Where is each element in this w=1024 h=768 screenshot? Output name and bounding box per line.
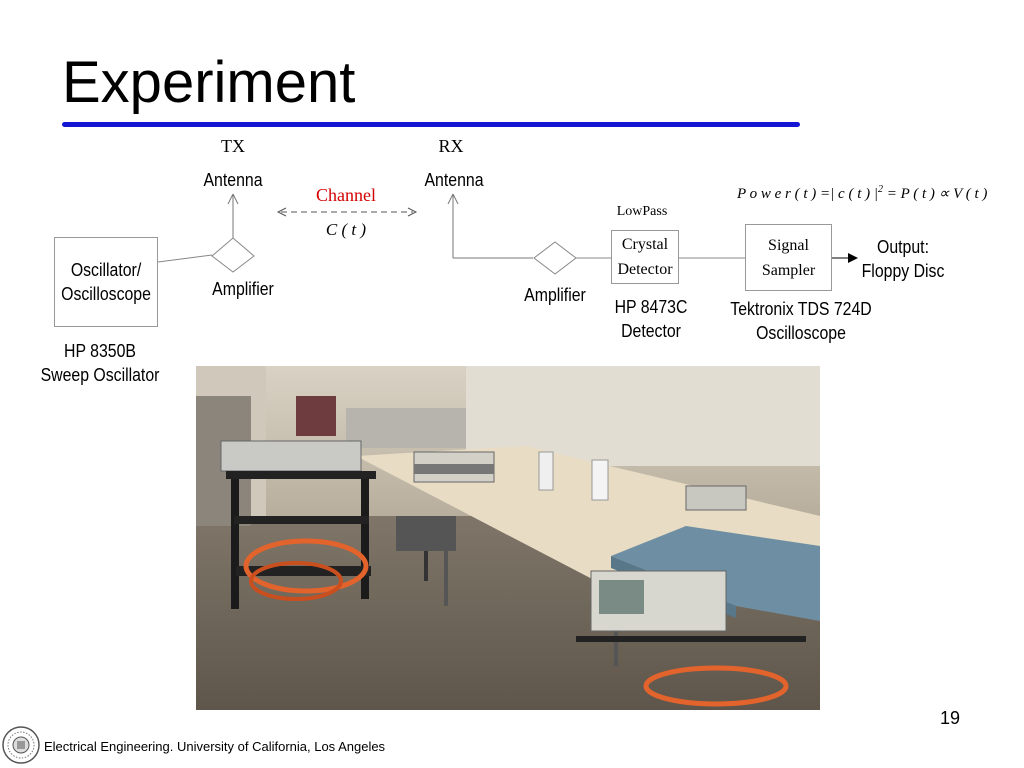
sampler-caption-line2: Oscilloscope (756, 323, 846, 343)
page-title: Experiment (62, 50, 356, 115)
detector-box-line2: Detector (617, 261, 673, 278)
title-underline (62, 122, 800, 127)
lowpass-label: LowPass (616, 204, 668, 219)
tx-antenna-icon (227, 193, 239, 238)
page-number: 19 (939, 708, 961, 728)
ucla-seal-icon (2, 726, 40, 764)
channel-arrow-icon (276, 207, 418, 217)
tx-antenna-label: Antenna (203, 170, 263, 190)
oscillator-box: Oscillator/ Oscilloscope (54, 237, 158, 327)
lab-setup-photo (196, 366, 820, 710)
rx-antenna-icon (447, 193, 533, 259)
rx-label: RX (438, 136, 464, 156)
channel-symbol: C ( t ) (325, 220, 367, 239)
sampler-caption-line1: Tektronix TDS 724D (730, 299, 872, 319)
tx-amplifier-icon (211, 237, 255, 273)
block-diagram (157, 193, 858, 275)
sampler-box: Signal Sampler (745, 224, 832, 291)
output-arrow-icon (832, 253, 858, 263)
rx-amplifier-label: Amplifier (524, 285, 586, 305)
detector-caption-line2: Detector (621, 321, 681, 341)
oscillator-caption-line2: Sweep Oscillator (40, 365, 160, 385)
power-equation: P o w e r ( t ) =| c ( t ) |2 = P ( t ) … (737, 184, 987, 203)
oscillator-box-line2: Oscilloscope (61, 284, 151, 304)
footer-text: Electrical Engineering. University of Ca… (44, 739, 386, 754)
equation-right: = P ( t ) ∝ V ( t ) (882, 186, 988, 202)
equation-left: P o w e r ( t ) =| c ( t ) | (737, 186, 878, 202)
detector-caption-line1: HP 8473C (614, 297, 688, 317)
detector-box-line1: Crystal (621, 236, 669, 253)
equation-exponent: 2 (877, 184, 883, 195)
tx-label: TX (221, 136, 245, 156)
tx-amplifier-label: Amplifier (212, 279, 274, 299)
output-label: Output: Floppy Disc (855, 235, 952, 283)
detector-box: Crystal Detector (611, 230, 679, 284)
oscillator-box-line1: Oscillator/ (70, 260, 142, 280)
sampler-caption: Tektronix TDS 724D Oscilloscope (722, 297, 880, 345)
oscillator-caption: HP 8350B Sweep Oscillator (30, 339, 171, 387)
output-label-line2: Floppy Disc (861, 261, 945, 281)
output-label-line1: Output: (877, 237, 929, 257)
channel-label: Channel (316, 185, 376, 205)
detector-caption: HP 8473C Detector (603, 295, 700, 343)
sampler-box-line1: Signal (768, 236, 809, 254)
sampler-box-line2: Sampler (761, 261, 816, 279)
oscillator-to-amplifier-line (157, 254, 213, 263)
rx-antenna-label: Antenna (424, 170, 484, 190)
oscillator-caption-line1: HP 8350B (64, 341, 136, 361)
lab-photo-illustration (196, 366, 820, 710)
rx-amplifier-icon (533, 241, 577, 275)
